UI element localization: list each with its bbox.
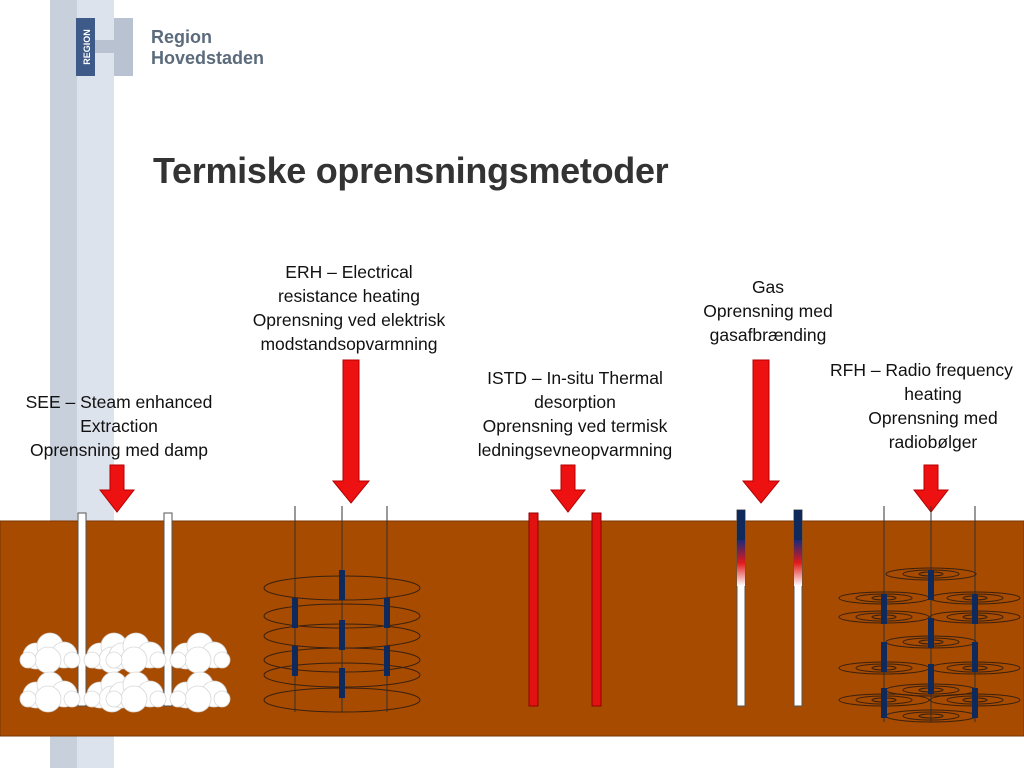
label-see-line-2: Extraction — [80, 416, 158, 436]
label-see: SEE – Steam enhanced Extraction Oprensni… — [8, 390, 230, 462]
diagram-scene — [19, 359, 1021, 723]
label-gas: Gas Oprensning med gasafbrænding — [680, 275, 856, 347]
erh-electrode-segment — [384, 598, 390, 628]
steam-puff — [213, 651, 231, 669]
gas-flame — [737, 540, 745, 586]
label-erh-line-1: ERH – Electrical — [285, 262, 413, 282]
steam-puff — [83, 690, 101, 708]
label-rfh-line-3: Oprensning med — [868, 408, 998, 428]
steam-puff — [149, 651, 167, 669]
arrow-rfh — [912, 464, 950, 513]
slide-title: Termiske oprensningsmetoder — [153, 150, 669, 191]
steam-puff — [169, 651, 187, 669]
steam-puff — [184, 685, 212, 713]
arrow-erh — [331, 359, 371, 504]
steam-puff — [149, 690, 167, 708]
label-istd-line-1: ISTD – In-situ Thermal — [487, 368, 663, 388]
steam-cloud — [169, 671, 231, 713]
erh-electrode-segment — [339, 570, 345, 600]
arrow-gas — [741, 359, 781, 504]
region-logo-mark: REGION — [76, 18, 133, 76]
steam-puff — [169, 690, 187, 708]
see-well-left — [77, 512, 87, 707]
steam-puff — [105, 651, 123, 669]
gas-flame — [794, 540, 802, 586]
see-well-right — [163, 512, 173, 707]
steam-cloud — [105, 671, 167, 713]
label-erh-line-4: modstandsopvarmning — [260, 334, 438, 354]
gas-burner-top — [794, 510, 802, 542]
erh-electrode-segment — [384, 646, 390, 676]
label-rfh-line-1: RFH – Radio frequency — [830, 360, 1013, 380]
label-see-line-3: Oprensning med damp — [29, 440, 209, 460]
rfh-antenna-segment — [972, 642, 978, 672]
erh-electrode-segment — [292, 598, 298, 628]
logo-wordmark: Region Hovedstaden — [151, 27, 264, 69]
label-see-line-1: SEE – Steam enhanced — [25, 392, 213, 412]
label-erh-line-2: resistance heating — [277, 286, 421, 306]
rfh-antenna-segment — [928, 618, 934, 648]
label-rfh: RFH – Radio frequency heating Oprensning… — [826, 358, 1024, 454]
label-gas-line-2: Oprensning med — [703, 301, 833, 321]
logo-line-2: Hovedstaden — [151, 48, 265, 68]
rfh-antenna-segment — [972, 594, 978, 624]
istd-heater-right — [591, 512, 602, 707]
istd-heater-left — [528, 512, 539, 707]
label-istd-line-3: Oprensning ved termisk — [482, 416, 668, 436]
gas-burner-top — [737, 510, 745, 542]
rfh-antenna-segment — [928, 664, 934, 694]
steam-puff — [120, 685, 148, 713]
rfh-antenna-segment — [928, 570, 934, 600]
steam-puff — [34, 685, 62, 713]
label-rfh-line-2: heating — [904, 384, 962, 404]
steam-puff — [19, 690, 37, 708]
logo-line-1: Region — [151, 27, 212, 47]
label-istd: ISTD – In-situ Thermal desorption Oprens… — [460, 366, 690, 462]
label-erh-line-3: Oprensning ved elektrisk — [252, 310, 446, 330]
rfh-antenna-segment — [881, 642, 887, 672]
steam-puff — [184, 646, 212, 674]
steam-puff — [34, 646, 62, 674]
label-istd-line-4: ledningsevneopvarmning — [477, 440, 673, 460]
logo-mark-text: REGION — [82, 29, 92, 65]
rfh-antenna-segment — [881, 688, 887, 718]
label-istd-line-2: desorption — [534, 392, 616, 412]
rfh-antenna-segment — [972, 688, 978, 718]
steam-cloud — [19, 671, 81, 713]
steam-puff — [63, 690, 81, 708]
steam-puff — [19, 651, 37, 669]
steam-puff — [105, 690, 123, 708]
erh-electrode-segment — [339, 620, 345, 650]
rfh-wave-ring — [918, 713, 944, 719]
label-gas-line-3: gasafbrænding — [709, 325, 827, 345]
steam-cloud — [105, 632, 167, 674]
erh-electrode-segment — [339, 668, 345, 698]
label-gas-line-1: Gas — [751, 277, 785, 297]
rfh-wave-ring — [902, 711, 960, 721]
arrow-see — [98, 464, 136, 513]
arrow-istd — [549, 464, 587, 513]
steam-puff — [120, 646, 148, 674]
label-erh: ERH – Electrical resistance heating Opre… — [233, 260, 465, 356]
steam-puff — [83, 651, 101, 669]
steam-puff — [63, 651, 81, 669]
rfh-antenna-segment — [881, 594, 887, 624]
label-rfh-line-4: radiobølger — [888, 432, 978, 452]
erh-electrode-segment — [292, 646, 298, 676]
steam-puff — [213, 690, 231, 708]
steam-cloud — [19, 632, 81, 674]
